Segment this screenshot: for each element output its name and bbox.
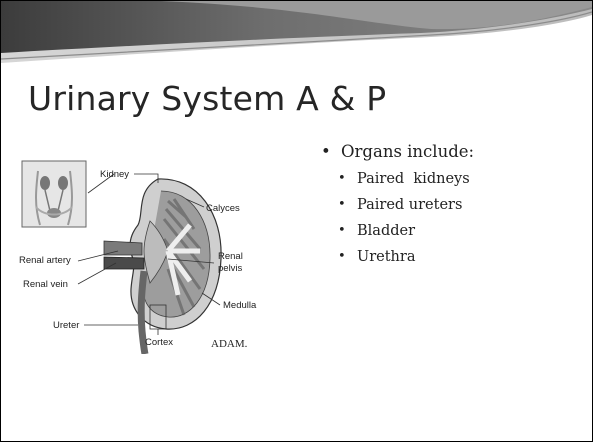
label-renal-pelvis-line1: Renal <box>218 251 243 262</box>
bullet-heading: • Organs include: <box>319 137 474 166</box>
bullet-item: • Paired kidneys <box>319 166 474 192</box>
label-medulla: Medulla <box>223 300 257 311</box>
label-cortex: Cortex <box>145 337 173 348</box>
label-kidney: Kidney <box>100 169 129 180</box>
bullet-item-text: Paired ureters <box>357 197 462 213</box>
kidney-anatomy-illustration: Kidney Calyces Renal artery Renal pelvis… <box>18 159 263 354</box>
bullet-item-text: Urethra <box>357 249 415 265</box>
slide-title: Urinary System A & P <box>28 79 386 118</box>
label-renal-pelvis-line2: pelvis <box>218 263 243 274</box>
bullet-dot-icon: • <box>338 244 346 270</box>
bullet-dot-icon: • <box>338 218 346 244</box>
label-calyces: Calyces <box>206 203 240 214</box>
bullet-dot-icon: • <box>338 166 346 192</box>
bullet-heading-text: Organs include: <box>341 142 474 161</box>
bullet-item: • Paired ureters <box>319 192 474 218</box>
bullet-item: • Bladder <box>319 218 474 244</box>
body-inset-image <box>22 161 86 227</box>
kidney-cross-section <box>104 179 221 354</box>
bullet-item-text: Paired kidneys <box>357 171 470 187</box>
label-renal-artery: Renal artery <box>19 255 71 266</box>
bullet-item: • Urethra <box>319 244 474 270</box>
adam-credit-logo: ADAM. <box>211 338 248 350</box>
label-ureter: Ureter <box>53 320 79 331</box>
label-renal-vein: Renal vein <box>23 279 68 290</box>
bullet-item-text: Bladder <box>357 223 415 239</box>
bullet-dot-icon: • <box>338 192 346 218</box>
slide-banner-swoosh <box>1 1 592 81</box>
organs-bullet-list: • Organs include: • Paired kidneys • Pai… <box>319 137 474 270</box>
bullet-dot-icon: • <box>321 137 331 166</box>
